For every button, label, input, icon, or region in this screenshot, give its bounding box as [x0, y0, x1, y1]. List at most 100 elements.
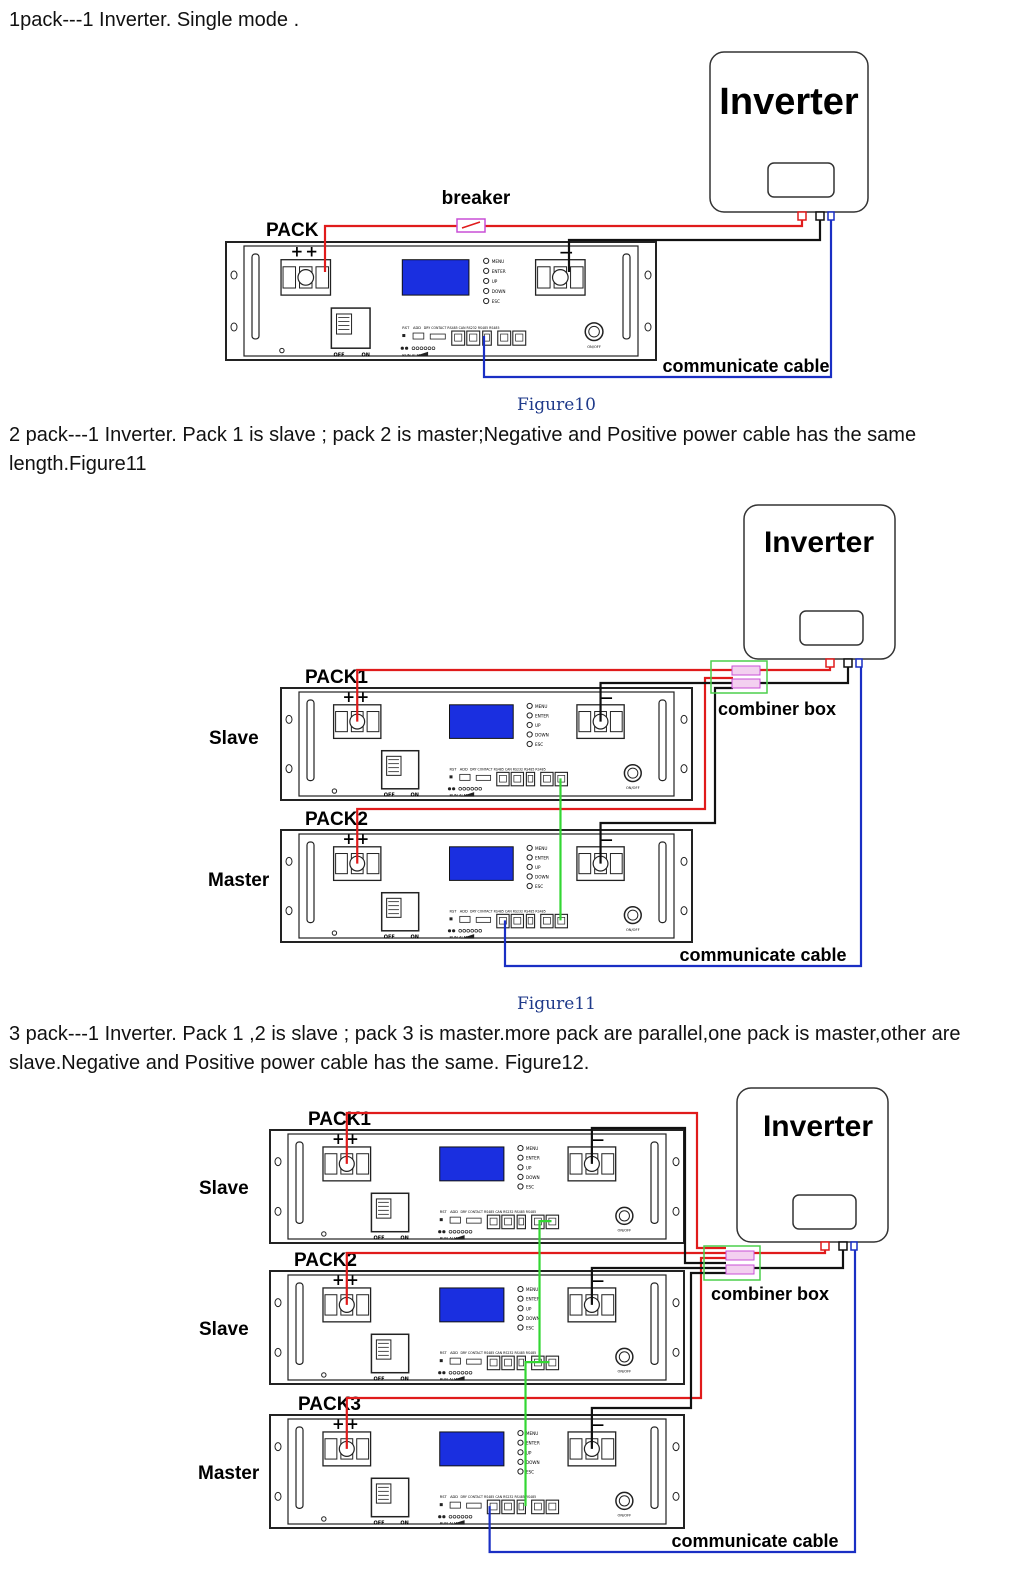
menu-button[interactable] [517, 1154, 524, 1161]
menu-label: MENU [526, 1146, 538, 1151]
dip-switch[interactable] [459, 773, 471, 781]
positive-cable [323, 224, 457, 272]
pack-name-label: PACK3 [298, 1394, 361, 1415]
communicate-cable-label: communicate cable [671, 1531, 838, 1551]
communicate-cable-line [482, 220, 833, 379]
menu-button[interactable] [517, 1164, 524, 1171]
menu-label: ENTER [526, 1156, 540, 1161]
menu-button[interactable] [517, 1295, 524, 1302]
power-knob-inner [627, 767, 639, 779]
pack2-pack3-link-cable [524, 1361, 550, 1507]
ground-icon [321, 1372, 327, 1378]
menu-button[interactable] [517, 1449, 524, 1456]
plus-sign: + [342, 688, 355, 706]
mount-hole [274, 1491, 282, 1501]
inverter-label: Inverter [764, 526, 874, 559]
menu-button[interactable] [526, 873, 533, 880]
inverter-comm-port [850, 1241, 858, 1251]
reset-button[interactable] [439, 1359, 443, 1363]
onoff-label: ON/OFF [626, 928, 640, 932]
menu-button[interactable] [517, 1324, 524, 1331]
rj45-slot [489, 1502, 498, 1511]
communicate-cable-label: communicate cable [662, 356, 829, 376]
onoff-label: ON/OFF [618, 1514, 632, 1518]
dip-switch[interactable] [412, 332, 425, 340]
mount-hole [274, 1157, 282, 1167]
menu-button[interactable] [483, 257, 490, 264]
lcd-screen [449, 704, 514, 739]
dip-switch[interactable] [449, 1216, 461, 1224]
menu-button[interactable] [483, 287, 490, 295]
off-label: OFF [374, 1236, 385, 1242]
ground-icon [331, 930, 338, 936]
soc-led [423, 346, 428, 350]
power-knob-inner [618, 1210, 630, 1222]
menu-button[interactable] [517, 1183, 524, 1190]
figure10-caption: Figure10 [517, 395, 596, 415]
pack1-positive-cable [345, 1111, 726, 1250]
dry-contact-port [466, 1358, 482, 1365]
dip-switch[interactable] [449, 1501, 461, 1509]
reset-button[interactable] [402, 334, 406, 338]
reset-button[interactable] [439, 1218, 443, 1222]
mount-hole [230, 322, 238, 332]
add-label: ADD [460, 909, 468, 913]
soc-led [452, 1229, 457, 1234]
menu-button[interactable] [526, 712, 533, 719]
rj45-slot [518, 1502, 524, 1511]
menu-button[interactable] [483, 297, 490, 305]
menu-button[interactable] [526, 863, 533, 871]
terminal-cell [578, 711, 592, 733]
menu-button[interactable] [526, 844, 533, 852]
menu-label: UP [535, 865, 541, 870]
breaker-lever[interactable] [336, 313, 353, 335]
breaker-lever[interactable] [375, 1339, 392, 1360]
add-label: ADD [450, 1351, 458, 1355]
breaker-lever[interactable] [375, 1483, 392, 1504]
menu-button[interactable] [517, 1305, 524, 1312]
negative-bolt [551, 269, 569, 286]
menu-button[interactable] [517, 1439, 524, 1446]
reset-button[interactable] [449, 917, 453, 921]
inverter-positive-terminal [797, 211, 807, 221]
menu-button[interactable] [526, 721, 533, 729]
inverter-label: Inverter [719, 81, 859, 123]
menu-button[interactable] [517, 1429, 524, 1437]
dry-contact-port [466, 1217, 482, 1224]
menu-button[interactable] [526, 854, 533, 861]
soc-led [470, 787, 474, 791]
run-alm-label: RUN ALM [440, 1236, 457, 1241]
figure11-diagram: Inverter PACK1Slave++—MENUENTERUPDOWNESC… [208, 504, 896, 968]
rj45-slot [454, 333, 463, 342]
dip-switch[interactable] [459, 915, 471, 923]
dip-switch[interactable] [449, 1357, 461, 1365]
terminal-cell [366, 853, 380, 875]
reset-button[interactable] [449, 775, 453, 779]
ports-label: DRY CONTACT RS485 CAN RS232 RS485 RS485 [460, 1210, 536, 1214]
right-handle [650, 1141, 659, 1224]
breaker-lever[interactable] [386, 755, 402, 776]
reset-button[interactable] [439, 1503, 443, 1507]
menu-button[interactable] [517, 1285, 524, 1293]
combiner-box-label: combiner box [711, 1284, 829, 1304]
menu-button[interactable] [517, 1173, 524, 1180]
pack1-positive-cable [356, 668, 733, 722]
menu-button[interactable] [517, 1314, 524, 1321]
menu-button[interactable] [517, 1468, 524, 1475]
menu-button[interactable] [526, 731, 533, 738]
terminal-cell [537, 266, 551, 289]
menu-button[interactable] [483, 267, 490, 275]
menu-button[interactable] [526, 740, 533, 748]
minus-sign: — [591, 1274, 604, 1289]
breaker-lever[interactable] [375, 1198, 392, 1219]
menu-button[interactable] [517, 1144, 524, 1152]
left-handle [306, 699, 315, 782]
breaker-lever[interactable] [386, 897, 402, 918]
menu-button[interactable] [526, 702, 533, 710]
menu-button[interactable] [483, 277, 490, 285]
menu-button[interactable] [526, 882, 533, 890]
ports-label: DRY CONTACT RS485 CAN RS232 RS485 RS485 [460, 1495, 536, 1499]
soc-led [456, 1370, 461, 1375]
menu-button[interactable] [517, 1458, 524, 1465]
